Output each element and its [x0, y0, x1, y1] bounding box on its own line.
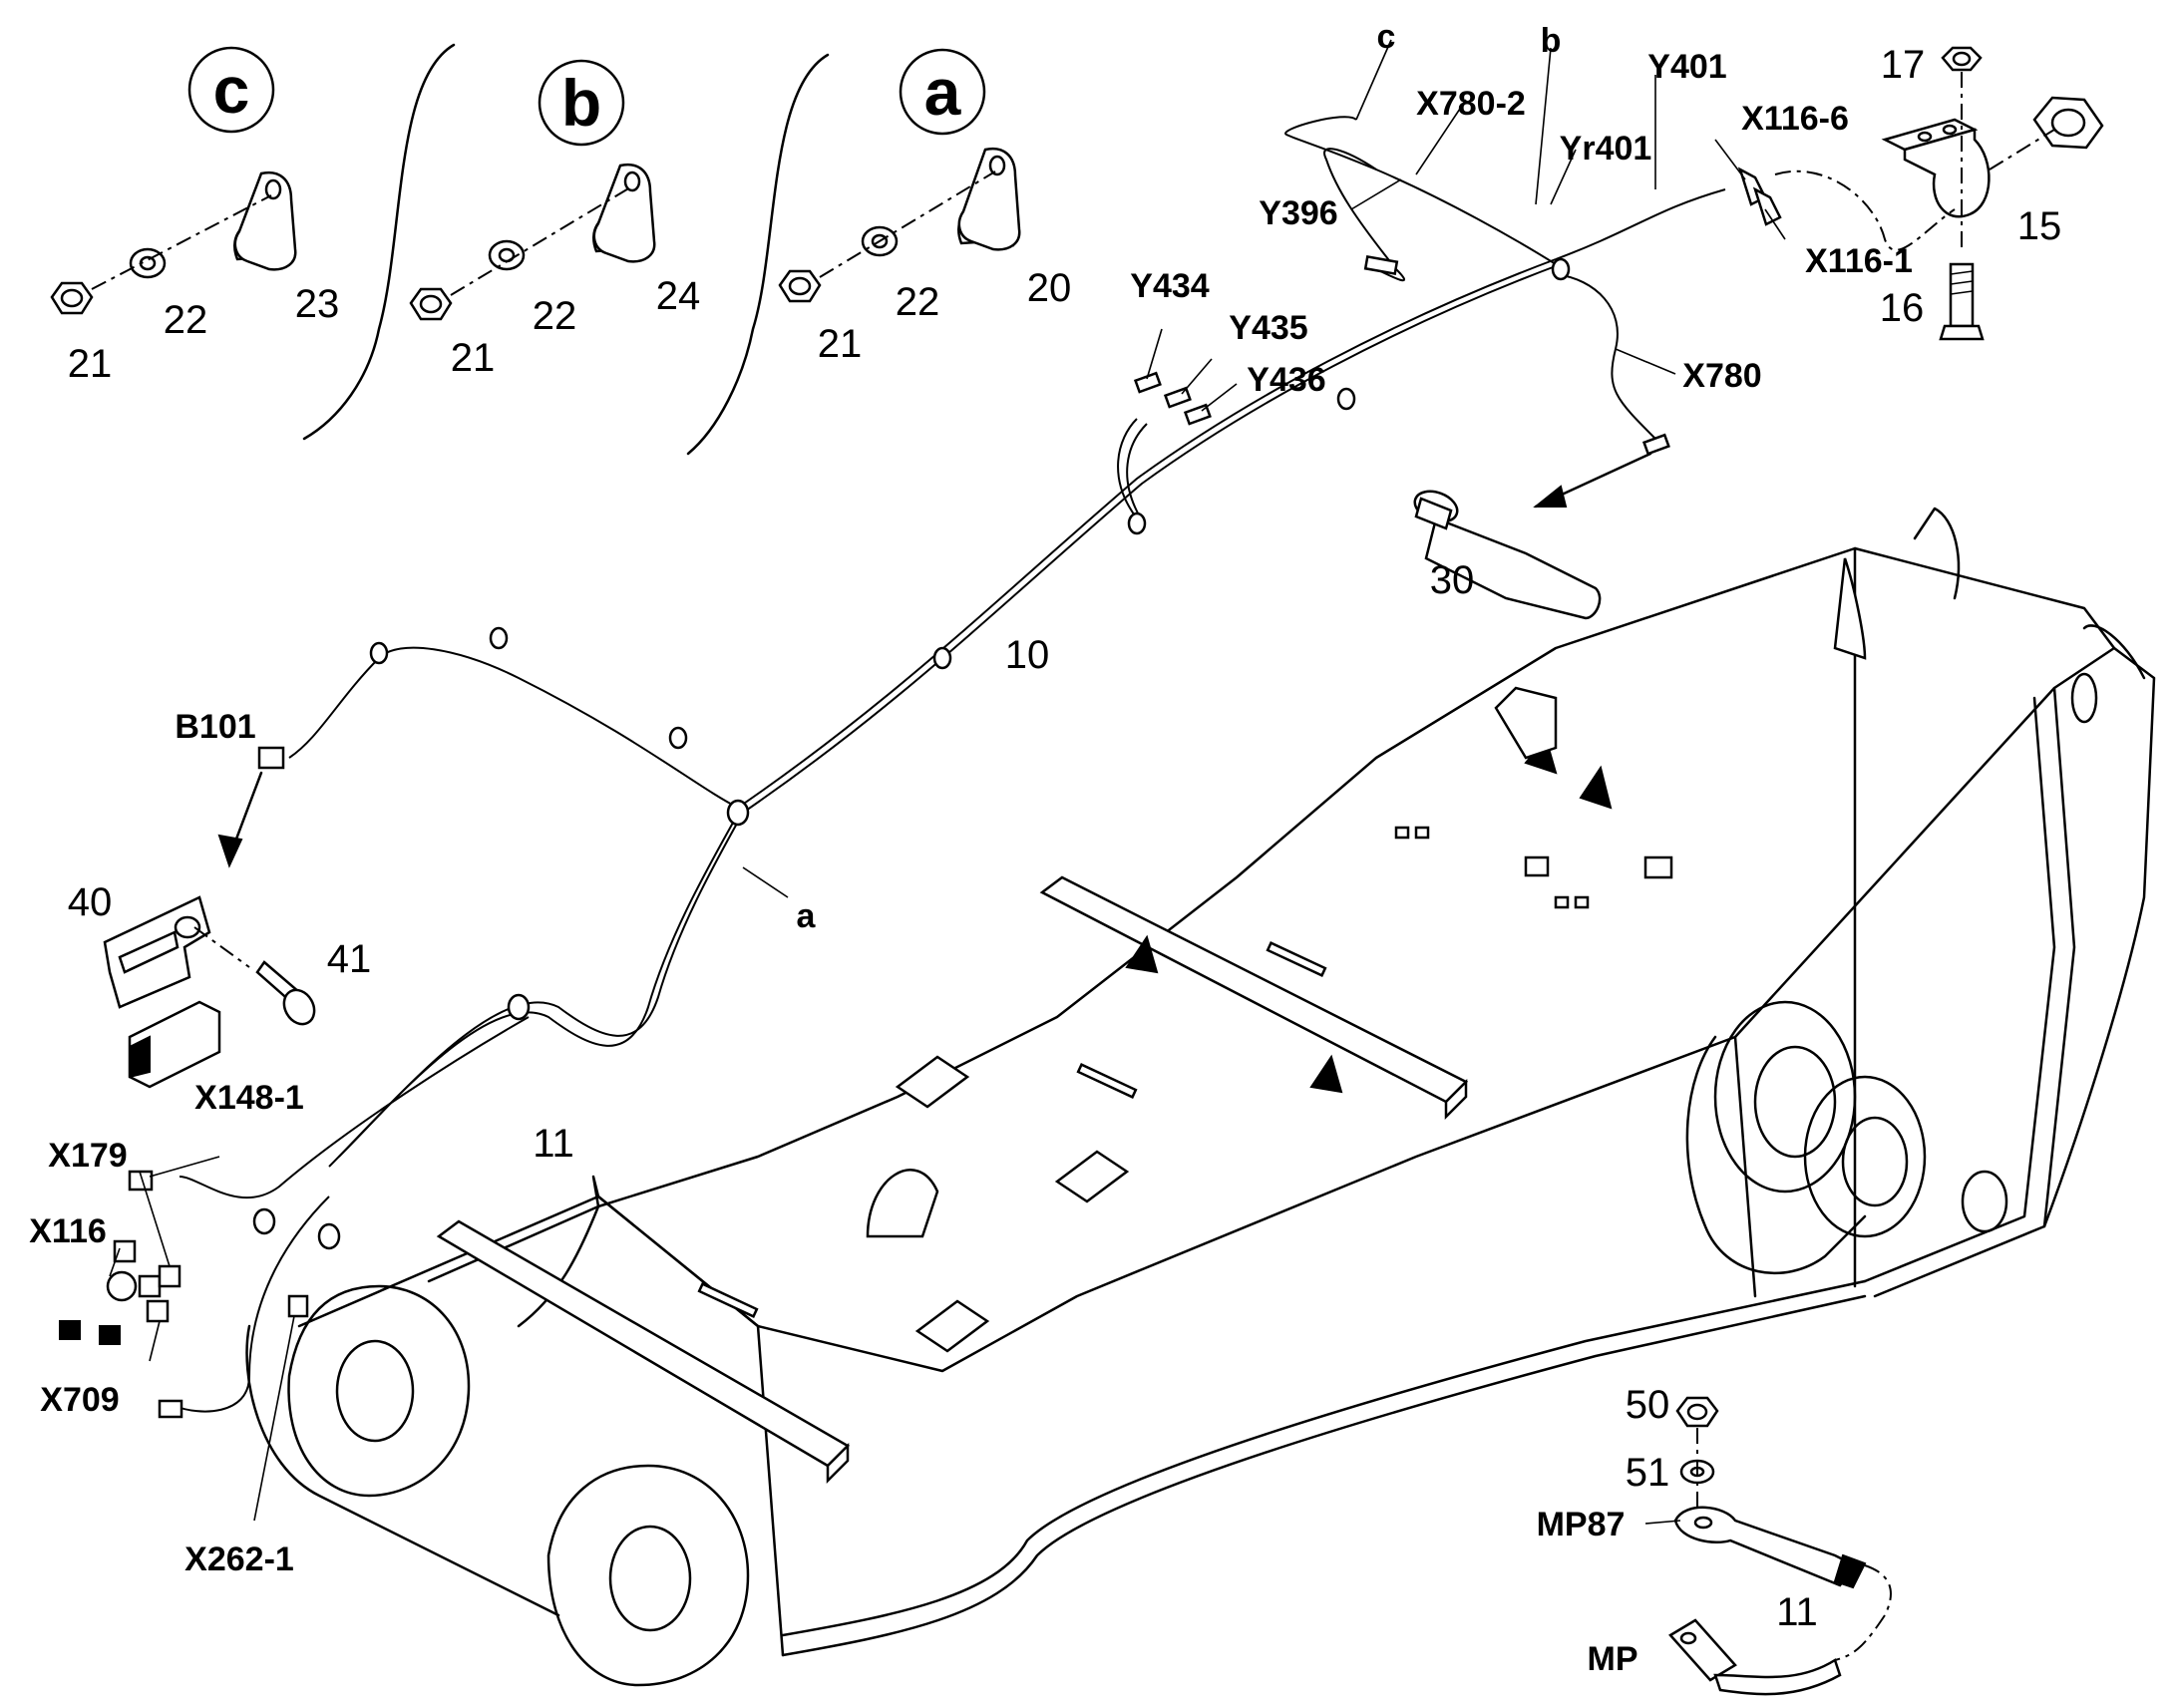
nut-icon — [50, 281, 94, 315]
x116-1-connector — [1752, 186, 1782, 226]
rear-clevis — [1913, 507, 2146, 724]
harness-10 — [174, 116, 1726, 1413]
x179-connector — [113, 1239, 137, 1263]
y435-connector — [1163, 386, 1192, 409]
detail-c-nut-number: 21 — [68, 342, 113, 386]
nut-icon — [409, 287, 453, 321]
x262-1-end-connector — [158, 1399, 183, 1419]
callout-yr401: Yr401 — [1560, 130, 1652, 168]
callout-b101: B101 — [175, 708, 255, 746]
front-lug-lower — [546, 1464, 750, 1687]
part-40-number: 40 — [68, 880, 113, 924]
detail-a-washer-number: 22 — [896, 280, 940, 324]
nut-icon — [778, 269, 822, 303]
detail-a-letter: a — [924, 55, 962, 129]
callout-x780: X780 — [1682, 357, 1761, 395]
callout-a: a — [797, 897, 817, 935]
cross-plate-front — [436, 1219, 851, 1485]
detail-a: a 21 22 20 — [778, 48, 1072, 366]
pivot-bushing — [1685, 1000, 1927, 1275]
b101-connector — [257, 746, 285, 770]
deck-slots — [697, 826, 1673, 1318]
part-15-number: 15 — [2017, 204, 2062, 248]
mounting-brackets — [866, 557, 1867, 1353]
detail-c-badge — [187, 46, 275, 134]
part-11-frame-number: 11 — [533, 1122, 574, 1166]
hex-nut-icon — [2032, 96, 2104, 150]
frame-hole — [1961, 1170, 2008, 1233]
harness-connectors — [59, 167, 1782, 1419]
nut-50-icon — [1675, 1396, 1719, 1428]
mounting-bracket-15 — [1881, 118, 1991, 218]
bolt-16-icon — [1939, 262, 1985, 341]
detail-c-letter: c — [213, 53, 250, 127]
detail-a-nut-number: 21 — [818, 322, 863, 366]
clamp-icon — [957, 147, 1021, 251]
callout-labels: c b X780-2 Y401 Yr401 X116-6 X116-1 Y396… — [29, 18, 1913, 1678]
callout-x262-1: X262-1 — [184, 1540, 294, 1578]
nut-17-icon — [1941, 46, 1983, 72]
callout-x148-1: X148-1 — [194, 1079, 304, 1117]
y434-connector — [1133, 371, 1162, 394]
detail-a-badge — [899, 48, 986, 136]
callout-mp87: MP87 — [1537, 1506, 1626, 1543]
detail-c-clamp-number: 23 — [295, 282, 340, 326]
part-51-number: 51 — [1626, 1451, 1670, 1495]
callout-x116-6: X116-6 — [1741, 100, 1849, 138]
detail-a-clamp-number: 20 — [1027, 266, 1072, 310]
part-17-number: 17 — [1881, 43, 1926, 87]
callout-x179: X179 — [48, 1137, 127, 1175]
callout-y434: Y434 — [1130, 267, 1209, 305]
callout-x780-2: X780-2 — [1416, 85, 1526, 123]
detail-separators — [302, 43, 830, 456]
detail-b-letter: b — [561, 66, 601, 140]
sensor-30 — [1413, 490, 1602, 620]
part-16-number: 16 — [1880, 286, 1925, 330]
cross-plate-middle — [1039, 875, 1469, 1121]
cable-grommets — [252, 257, 1571, 1250]
front-lug-upper — [287, 1284, 471, 1498]
screw-41-icon — [255, 960, 316, 1026]
callout-y401: Y401 — [1647, 48, 1726, 86]
leader-lines — [109, 39, 1786, 1525]
callout-x709: X709 — [40, 1381, 119, 1419]
callout-y435: Y435 — [1229, 309, 1307, 347]
detail-c: c 21 22 23 — [50, 46, 340, 386]
x780-arrow — [1533, 452, 1652, 509]
clamp-icon — [592, 163, 656, 263]
callout-x116: X116 — [29, 1212, 107, 1250]
x709-connector — [146, 1299, 170, 1323]
callout-y396: Y396 — [1259, 194, 1337, 232]
callout-mp: MP — [1588, 1640, 1638, 1678]
part-10-number: 10 — [1005, 633, 1050, 677]
detail-b-badge — [538, 59, 625, 147]
detail-b: b 21 22 24 — [409, 59, 701, 380]
part-11-cable-number: 11 — [1776, 1590, 1818, 1634]
callout-y436: Y436 — [1247, 361, 1325, 399]
detail-b-clamp-number: 24 — [656, 274, 701, 318]
x262-1-connector — [287, 1294, 309, 1318]
callout-b: b — [1541, 22, 1562, 60]
ground-cable — [1668, 1396, 1892, 1696]
callout-x116-1: X116-1 — [1805, 242, 1913, 280]
part-number-labels: 17 15 16 30 10 40 41 11 50 51 11 — [68, 43, 2062, 1634]
x148-1-connector — [128, 1170, 154, 1192]
boom-frame — [245, 507, 2156, 1687]
part-41-number: 41 — [327, 937, 372, 981]
detail-c-washer-number: 22 — [164, 298, 208, 342]
relay-block — [128, 1000, 221, 1089]
bracket-40 — [103, 895, 211, 1009]
detail-b-nut-number: 21 — [451, 336, 496, 380]
part-30-number: 30 — [1430, 558, 1475, 602]
part-50-number: 50 — [1626, 1383, 1670, 1427]
x780-connector — [1641, 433, 1670, 456]
callout-c: c — [1377, 18, 1396, 56]
x116-connector — [106, 1270, 138, 1302]
x780-2-connector — [1363, 255, 1399, 275]
detail-b-washer-number: 22 — [533, 294, 577, 338]
clamp-icon — [233, 171, 297, 271]
b101-arrow — [217, 771, 263, 868]
